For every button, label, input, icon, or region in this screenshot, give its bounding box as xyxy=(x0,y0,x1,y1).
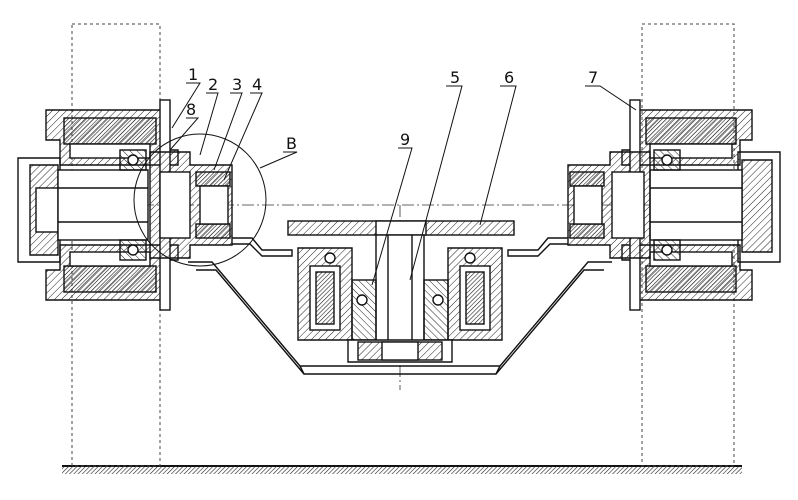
right-hub-assembly xyxy=(567,99,781,311)
ground-line xyxy=(62,465,742,474)
callout-4: 4 xyxy=(252,75,262,94)
leader-lines xyxy=(169,82,637,286)
axle-beam xyxy=(188,237,612,375)
detail-circle-b xyxy=(133,133,267,267)
callout-b: B xyxy=(286,134,297,153)
central-pivot xyxy=(287,220,515,363)
left-hub-assembly xyxy=(17,99,233,311)
callout-3: 3 xyxy=(232,75,242,94)
callout-2: 2 xyxy=(208,75,218,94)
callout-8: 8 xyxy=(186,100,196,119)
callout-labels: 1 2 3 4 5 6 7 8 9 B xyxy=(186,65,598,153)
callout-7: 7 xyxy=(588,68,598,87)
callout-9: 9 xyxy=(400,130,410,149)
callout-1: 1 xyxy=(188,65,198,84)
callout-5: 5 xyxy=(450,68,460,87)
callout-6: 6 xyxy=(504,68,514,87)
